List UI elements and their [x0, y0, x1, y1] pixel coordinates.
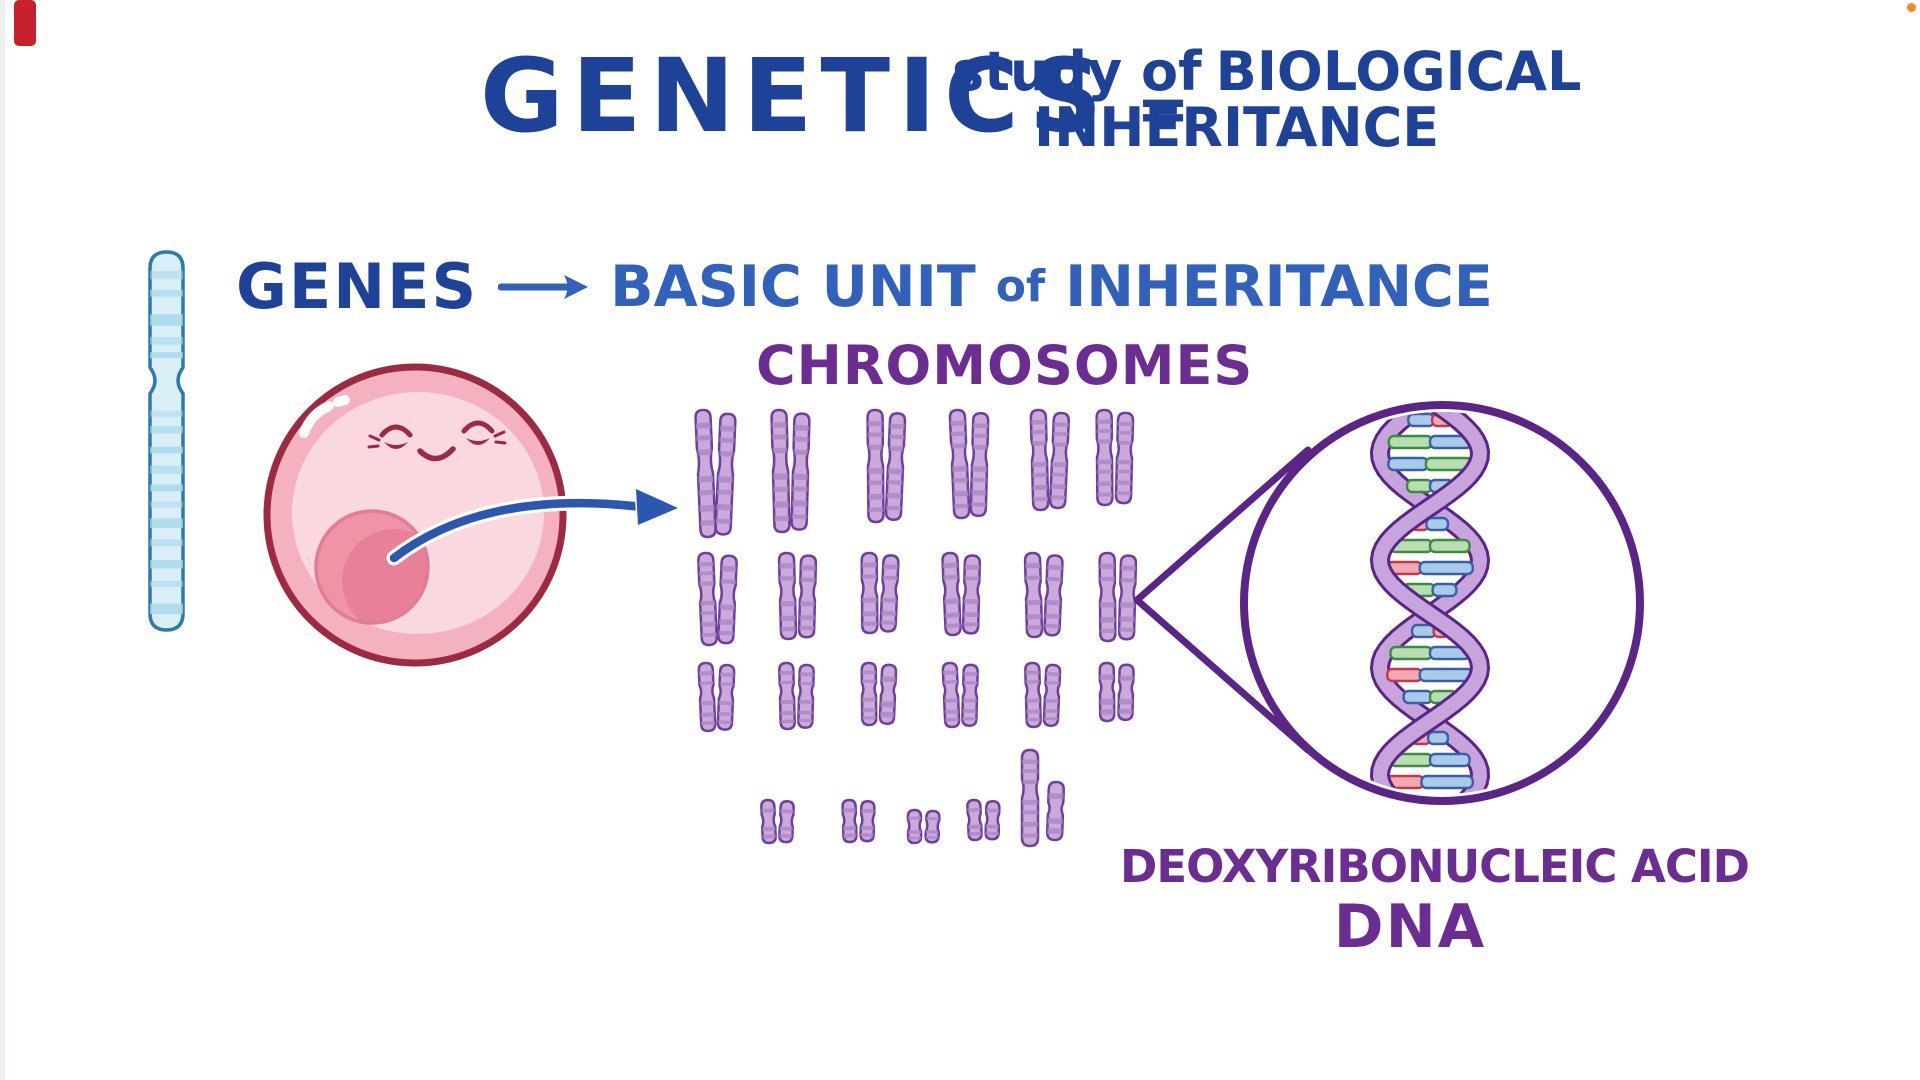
banded-chromosome-illustration: [148, 250, 185, 632]
genes-definition-row: GENES BASIC UNIT of INHERITANCE: [236, 256, 1493, 318]
dna-abbreviation-label: DNA: [1333, 892, 1487, 962]
definition-word-biological: BIOLOGICAL: [1215, 40, 1582, 103]
genes-definition-part2: INHERITANCE: [1065, 253, 1493, 320]
genes-term: GENES: [236, 250, 479, 323]
dna-full-name-label: DEOXYRIBONUCLEIC ACID: [1120, 840, 1750, 893]
equals-sign: =: [1136, 73, 1190, 147]
left-edge-strip: [0, 0, 5, 1080]
karyotype-chromosomes: [694, 408, 1138, 848]
cell-illustration: [263, 363, 567, 667]
right-arrow-icon: [498, 275, 589, 299]
orange-dot: [1907, 3, 1916, 12]
main-title: GENETICS =: [480, 46, 1190, 148]
title-genetics-text: GENETICS: [480, 37, 1111, 156]
genes-definition-part1: BASIC UNIT: [610, 253, 976, 320]
dna-helix-illustration: [1369, 412, 1491, 794]
karyotype-label: CHROMOSOMES: [756, 334, 1254, 397]
genes-definition-of: of: [995, 261, 1046, 312]
definition-line2: INHERITANCE: [1034, 96, 1440, 160]
definition-prefix: study of: [952, 40, 1202, 103]
cell-to-karyotype-arrow: [386, 487, 680, 566]
red-marker-bar: [14, 0, 36, 46]
